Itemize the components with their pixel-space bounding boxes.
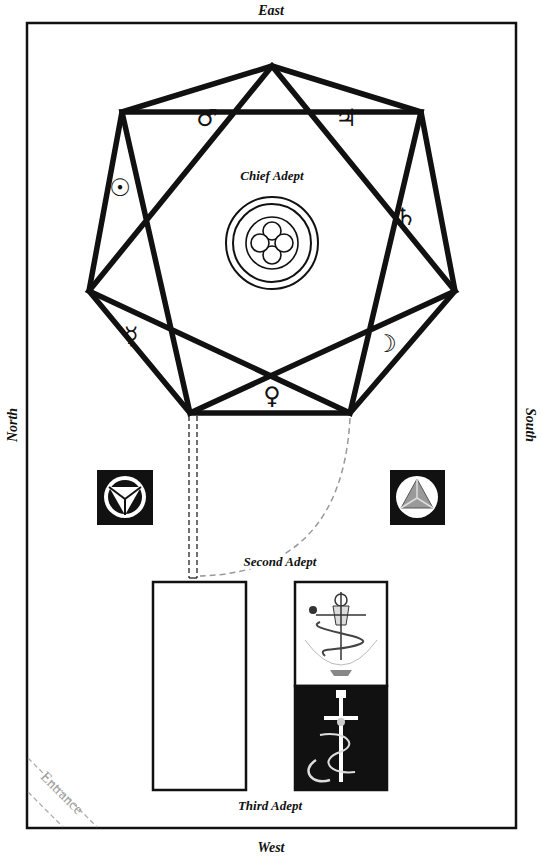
heptagram (89, 66, 455, 413)
room-outline (27, 23, 516, 828)
curved-path (200, 418, 350, 576)
planet-symbol: ♃ (335, 105, 357, 131)
pastos (153, 582, 246, 790)
altar-circle (226, 197, 318, 289)
lid-panel-dark (295, 686, 387, 790)
dashed-path (189, 416, 197, 578)
direction-label: North (5, 408, 20, 442)
entrance-label: Entrance (37, 768, 86, 817)
direction-label: East (258, 3, 284, 18)
planet-symbol: ☉ (109, 175, 131, 201)
planet-symbol: ♀ (263, 383, 281, 409)
planet-symbol: ♄ (395, 204, 417, 230)
direction-label: West (258, 840, 285, 855)
entrance-band (28, 758, 97, 827)
officer-label: Second Adept (241, 555, 320, 569)
planet-symbol: ☿ (124, 323, 139, 349)
officer-label: Chief Adept (240, 169, 303, 183)
officer-label: Third Adept (238, 799, 302, 813)
pillar-symbol (97, 470, 153, 525)
pillar-symbol (390, 470, 445, 525)
heptagon (89, 66, 455, 413)
planet-symbol: ♂ (196, 105, 218, 131)
direction-label: South (522, 408, 537, 442)
planet-symbol: ☽ (375, 331, 397, 357)
lid-panel-light (295, 582, 387, 686)
